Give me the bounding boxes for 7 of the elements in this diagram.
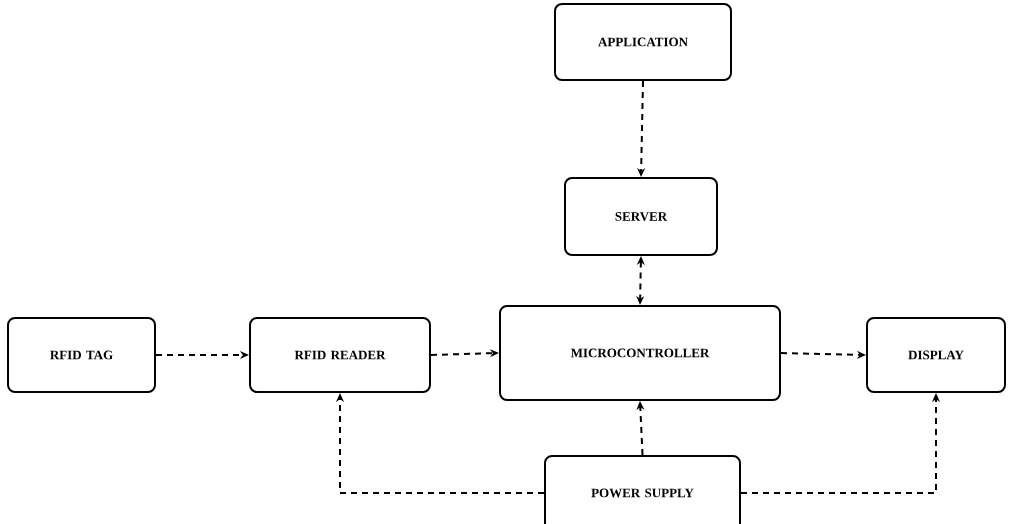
process-box: RFID READER: [249, 317, 431, 393]
process-box: MICROCONTROLLER: [499, 305, 781, 401]
process-box: POWER SUPPLY: [544, 455, 741, 524]
process-box: SERVER: [564, 177, 718, 256]
process-box: APPLICATION: [554, 3, 732, 81]
process-box: DISPLAY: [866, 317, 1006, 393]
process-box: RFID TAG: [7, 317, 156, 393]
